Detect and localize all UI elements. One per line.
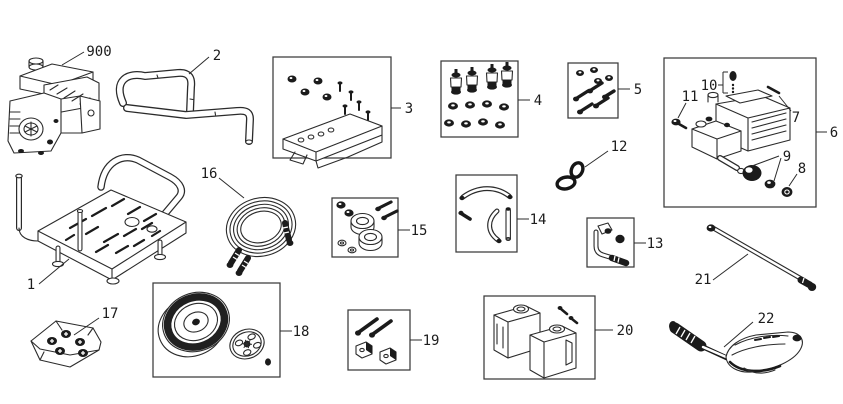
callout-16-leader — [218, 177, 245, 199]
callout-7-label: 7 — [792, 110, 800, 126]
hose-fittings — [226, 220, 294, 276]
part-box-5 — [567, 62, 619, 119]
callout-8-leader — [788, 173, 798, 187]
callout-22-leader — [723, 321, 754, 348]
part-cart-frame-illustration — [15, 154, 187, 285]
part-knob-bolt-kit-illustration — [355, 317, 397, 365]
plate-screws — [337, 81, 371, 121]
callout-1-leader — [38, 258, 70, 285]
callout-2-label: 2 — [213, 48, 221, 64]
clamp-knob — [379, 347, 397, 365]
callout-13-label: 13 — [647, 236, 664, 252]
part-spray-wand-illustration — [706, 224, 817, 291]
callout-11-label: 11 — [682, 89, 699, 105]
thermal-relief-valve — [671, 118, 688, 130]
rubber-feet — [287, 75, 332, 101]
callout-11-leader — [677, 102, 687, 119]
wheel-pin — [265, 358, 271, 366]
part-base-plate-kit-illustration — [282, 75, 383, 169]
callout-12-label: 12 — [611, 139, 628, 155]
base-plate — [282, 113, 383, 169]
clamp-knob — [355, 341, 373, 359]
part-hose-illustration — [225, 196, 297, 258]
tank-rear — [493, 304, 541, 359]
part-detergent-tank-illustration — [493, 304, 579, 379]
callout-900-leader — [61, 51, 85, 66]
wheel-hubcap — [229, 328, 265, 360]
callout-16-label: 16 — [201, 166, 218, 182]
callout-22-label: 22 — [758, 311, 775, 327]
callout-10-bracket — [718, 71, 728, 94]
callout-18-label: 18 — [293, 324, 310, 340]
part-handle-illustration — [115, 68, 254, 145]
callout-8-label: 8 — [798, 161, 806, 177]
callout-7-leader — [778, 95, 792, 112]
part-box-4 — [440, 60, 519, 138]
callout-15-label: 15 — [411, 223, 428, 239]
part-spray-gun-illustration — [669, 321, 803, 374]
part-isolator-hardware-illustration — [336, 200, 399, 254]
part-o-ring-set-illustration — [555, 161, 585, 191]
callout-17-leader — [73, 317, 100, 336]
callout-5-label: 5 — [634, 82, 642, 98]
callout-4-label: 4 — [534, 93, 542, 109]
part-engine-illustration — [7, 57, 101, 155]
part-bolt-nut-kit-illustration — [573, 67, 616, 115]
callout-12-leader — [584, 150, 609, 168]
callout-10-label: 10 — [701, 78, 718, 94]
part-vibration-mount-kit-illustration — [444, 62, 514, 129]
tank-front — [529, 324, 577, 379]
kit-bolts — [573, 81, 616, 115]
part-wheel-kit-illustration — [157, 291, 271, 366]
callout-21-leader — [712, 253, 749, 281]
part-box-15 — [331, 197, 399, 258]
part-elbow-fitting-illustration — [593, 222, 630, 267]
pump-piston — [742, 165, 762, 181]
grommet — [615, 234, 625, 244]
kit-nuts — [576, 67, 613, 84]
part-tube-kit-illustration — [458, 186, 513, 244]
flange-nuts — [444, 100, 509, 129]
callout-21-label: 21 — [695, 272, 712, 288]
callout-900-label: 900 — [86, 44, 111, 60]
callout-9-label: 9 — [783, 149, 791, 165]
bag-fasteners — [47, 330, 88, 357]
callout-1-label: 1 — [27, 277, 35, 293]
gun-body — [725, 331, 803, 374]
pump-screw — [766, 85, 781, 95]
pump-small-cap — [764, 179, 776, 189]
callout-20-label: 20 — [617, 323, 634, 339]
part-box-18 — [152, 282, 281, 378]
callout-9-leader — [751, 155, 782, 182]
callout-19-label: 19 — [423, 333, 440, 349]
isolator-grommets — [350, 212, 383, 251]
part-box-19 — [347, 309, 411, 371]
pump-end-cap — [781, 187, 793, 197]
part-fastener-bag-illustration — [30, 320, 102, 368]
part-pump-assembly-illustration — [671, 71, 793, 197]
isolator-mounts — [449, 62, 514, 95]
callout-14-label: 14 — [530, 212, 547, 228]
part-box-20 — [483, 295, 596, 380]
callout-17-label: 17 — [102, 306, 119, 322]
part-box-14 — [455, 174, 518, 253]
callout-3-label: 3 — [405, 101, 413, 117]
wheel-tire — [157, 291, 230, 358]
valve-kit-items — [729, 71, 737, 94]
callout-6-label: 6 — [830, 125, 838, 141]
callout-2-leader — [188, 56, 210, 75]
